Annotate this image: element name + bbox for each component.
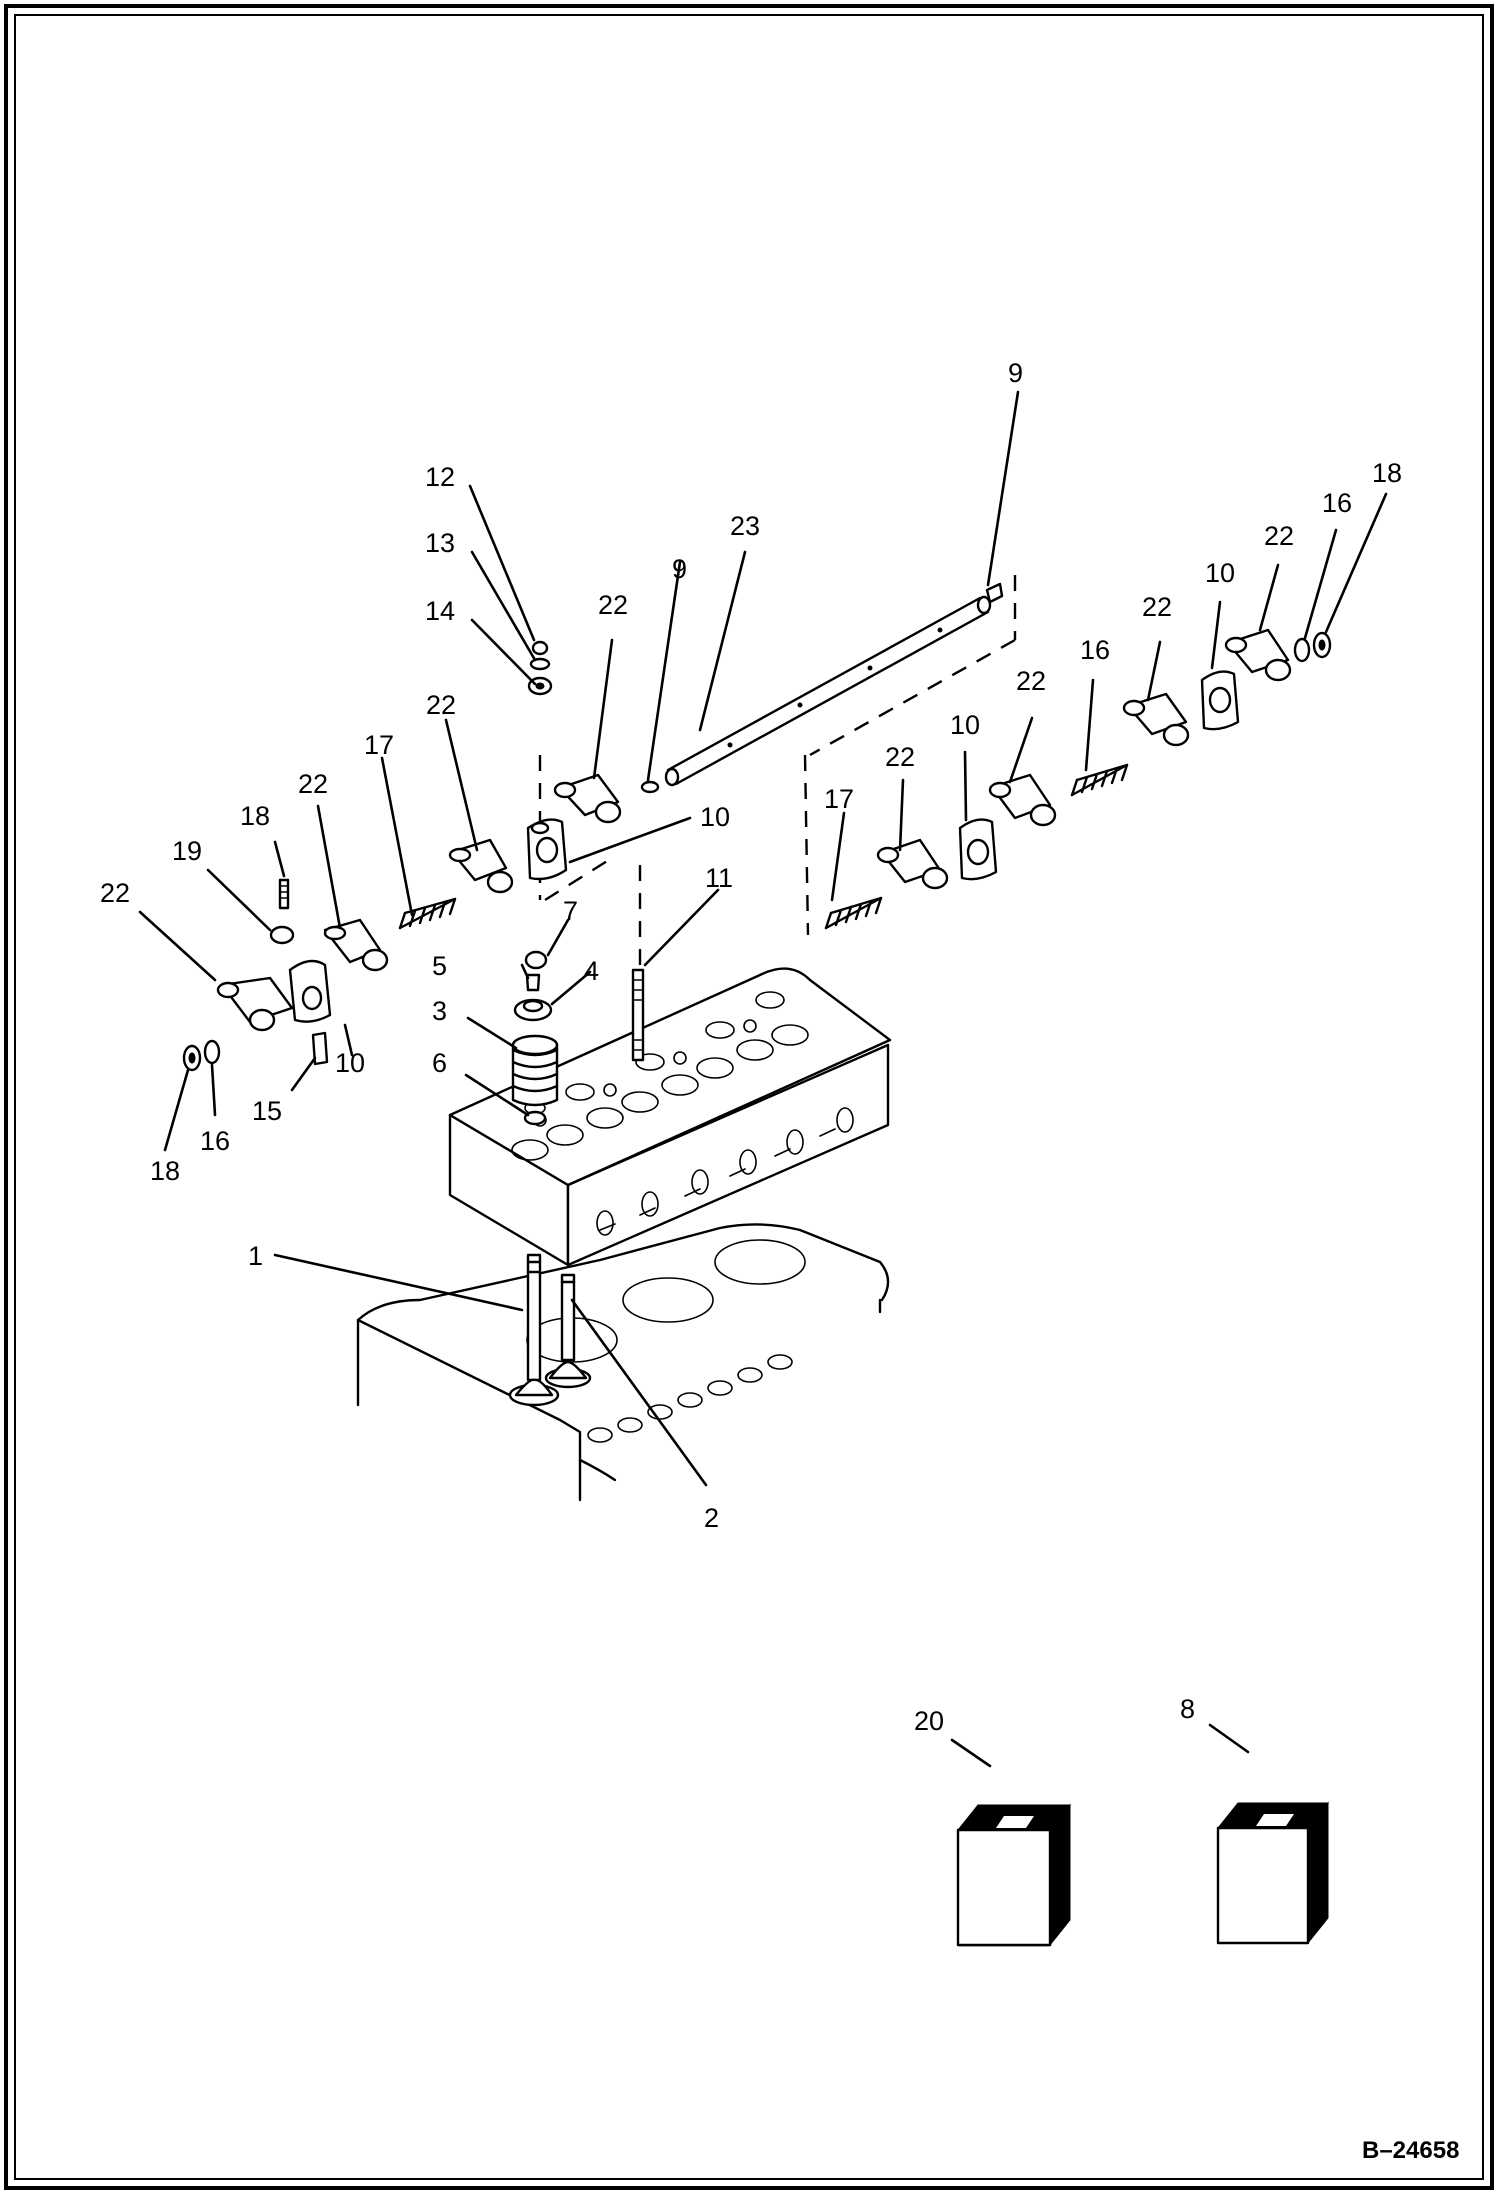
callout-5: 5 [432, 951, 447, 981]
callout-7: 7 [563, 896, 578, 926]
callout-18: 18 [150, 1156, 180, 1186]
callout-22: 22 [1264, 521, 1294, 551]
callout-2: 2 [704, 1503, 719, 1533]
rocker-shaft [640, 582, 1004, 794]
callout-22: 22 [1016, 666, 1046, 696]
callout-22: 22 [1142, 592, 1172, 622]
engine-block [356, 1223, 890, 1502]
callout-22: 22 [298, 769, 328, 799]
page-frame [4, 4, 1494, 2190]
left-rocker-assembly [182, 640, 622, 1072]
stud-bolt [631, 968, 645, 1062]
callout-17: 17 [364, 730, 394, 760]
callout-12: 12 [425, 462, 455, 492]
leader-lines [138, 390, 1388, 1768]
valve-spring-stack [511, 950, 559, 1126]
valve-stem-seal-kit [956, 1803, 1072, 1947]
callout-14: 14 [425, 596, 455, 626]
callout-11: 11 [705, 863, 733, 893]
callout-10: 10 [1205, 558, 1235, 588]
callout-labels: 9 23 9 12 13 14 22 10 22 17 22 18 19 22 … [100, 358, 1402, 1736]
callout-9: 9 [1008, 358, 1023, 388]
callout-6: 6 [432, 1048, 447, 1078]
callout-22: 22 [598, 590, 628, 620]
callout-21: 19 [172, 836, 202, 866]
callout-1: 1 [248, 1241, 263, 1271]
figure-reference: B–24658 [1362, 2137, 1459, 2164]
callout-10: 10 [950, 710, 980, 740]
callout-10: 10 [700, 802, 730, 832]
callout-22: 22 [426, 690, 456, 720]
right-rocker-assembly [824, 628, 1332, 930]
callout-22: 22 [885, 742, 915, 772]
callout-4: 4 [584, 956, 599, 986]
callout-22: 22 [100, 878, 130, 908]
callout-19: 20 [914, 1706, 944, 1736]
callout-3: 3 [432, 996, 447, 1026]
callout-20: 18 [240, 801, 270, 831]
callout-15: 15 [252, 1096, 282, 1126]
valve-pair [508, 1253, 592, 1407]
callout-17: 16 [1080, 635, 1110, 665]
callout-18: 18 [1372, 458, 1402, 488]
callout-8: 8 [1180, 1694, 1195, 1724]
callout-10: 10 [335, 1048, 365, 1078]
callout-13: 13 [425, 528, 455, 558]
callout-16: 16 [1322, 488, 1352, 518]
callout-17: 17 [824, 784, 854, 814]
callout-9: 9 [672, 554, 687, 584]
gasket-kit [1216, 1801, 1330, 1945]
callout-23: 23 [730, 511, 760, 541]
callout-16: 16 [200, 1126, 230, 1156]
cylinder-head [448, 967, 892, 1267]
